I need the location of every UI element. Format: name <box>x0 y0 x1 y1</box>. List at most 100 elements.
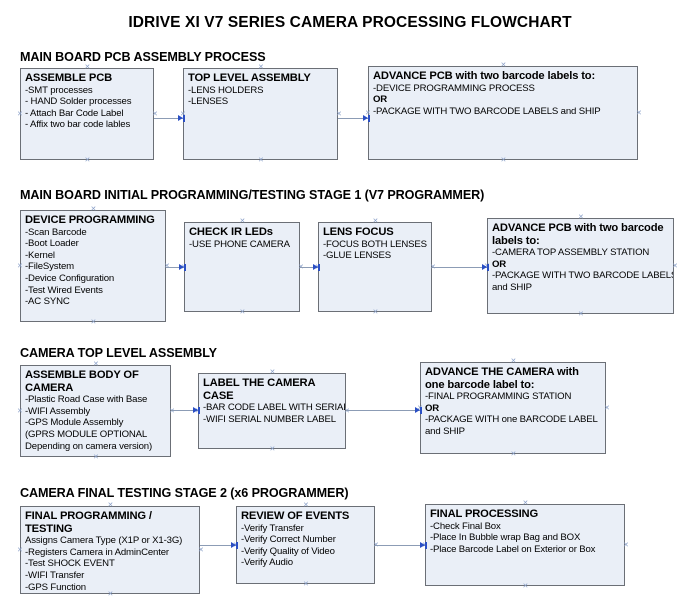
connector-line[interactable] <box>432 267 487 269</box>
connector-line[interactable] <box>154 118 183 120</box>
node-line: -GPS Module Assembly <box>25 417 124 429</box>
resize-handle-icon[interactable]: ✕ <box>164 262 170 270</box>
resize-handle-icon[interactable]: ✕ <box>269 446 276 453</box>
node-title: ASSEMBLE BODY OF CAMERA <box>25 369 139 394</box>
connector-line[interactable] <box>166 267 184 269</box>
resize-handle-icon[interactable]: ✕ <box>303 502 309 509</box>
node-line: -FOCUS BOTH LENSES <box>323 238 427 250</box>
connector-line[interactable] <box>346 410 420 412</box>
process-node-device-programming[interactable]: DEVICE PROGRAMMING-Scan Barcode-Boot Loa… <box>20 210 166 322</box>
process-node-final-processing[interactable]: FINAL PROCESSING -Check Final Box-Place … <box>425 504 625 586</box>
arrowhead-icon <box>313 264 318 271</box>
resize-handle-icon[interactable]: ✕ <box>17 407 23 415</box>
node-line: -GLUE LENSES <box>323 250 392 262</box>
section-heading-3: CAMERA TOP LEVEL ASSEMBLY <box>20 346 217 360</box>
resize-handle-icon[interactable]: ✕ <box>636 109 642 117</box>
node-line: OR <box>425 402 440 414</box>
process-node-advance-the-camera-with-one-barcode-labe[interactable]: ADVANCE THE CAMERA with one barcode labe… <box>420 362 606 454</box>
resize-handle-icon[interactable]: ✕ <box>522 583 529 590</box>
resize-handle-icon[interactable]: ✕ <box>17 110 23 118</box>
resize-handle-icon[interactable]: ✕ <box>372 309 379 316</box>
resize-handle-icon[interactable]: ✕ <box>17 262 23 270</box>
node-line: -PACKAGE WITH one BARCODE LABEL <box>425 414 598 426</box>
resize-handle-icon[interactable]: ✕ <box>93 454 99 461</box>
section-heading-4: CAMERA FINAL TESTING STAGE 2 (x6 PROGRAM… <box>20 486 349 500</box>
arrowhead-icon <box>415 407 420 414</box>
process-node-review-of-events[interactable]: REVIEW OF EVENTS-Verify Transfer-Verify … <box>236 506 375 584</box>
process-node-advance-pcb-with-two-barcode-labels-to[interactable]: ADVANCE PCB with two barcode labels to:-… <box>487 218 674 314</box>
connector-endpoint-icon <box>486 264 489 271</box>
node-title: CHECK IR LEDs <box>189 226 273 238</box>
node-line: -Kernel <box>25 249 55 261</box>
resize-handle-icon[interactable]: ✕ <box>372 218 379 225</box>
resize-handle-icon[interactable]: ✕ <box>500 157 507 164</box>
node-line: -LENSES <box>188 96 229 108</box>
resize-handle-icon[interactable]: ✕ <box>510 451 517 458</box>
connector-endpoint-icon <box>183 264 186 271</box>
node-line: -GPS Function <box>25 581 86 593</box>
node-line: -Verify Transfer <box>241 522 304 534</box>
node-title: ADVANCE THE CAMERA with one barcode labe… <box>425 366 579 391</box>
node-line: (GPRS MODULE OPTIONAL <box>25 428 148 440</box>
arrowhead-icon <box>193 407 198 414</box>
resize-handle-icon[interactable]: ✕ <box>672 262 678 270</box>
node-title: ADVANCE PCB with two barcode labels to: <box>373 70 596 82</box>
node-line: -Verify Audio <box>241 557 293 569</box>
node-line: OR <box>492 258 507 270</box>
resize-handle-icon[interactable]: ✕ <box>93 361 99 368</box>
process-node-check-ir-leds[interactable]: CHECK IR LEDs-USE PHONE CAMERA <box>184 222 300 312</box>
resize-handle-icon[interactable]: ✕ <box>510 358 517 365</box>
node-line: -Device Configuration <box>25 272 115 284</box>
resize-handle-icon[interactable]: ✕ <box>578 214 584 221</box>
node-line: -Test SHOCK EVENT <box>25 558 115 570</box>
resize-handle-icon[interactable]: ✕ <box>180 110 186 118</box>
resize-handle-icon[interactable]: ✕ <box>269 369 276 376</box>
process-node-assemble-body-of-camera[interactable]: ASSEMBLE BODY OF CAMERA-Plastic Road Cas… <box>20 365 171 457</box>
resize-handle-icon[interactable]: ✕ <box>17 546 23 554</box>
resize-handle-icon[interactable]: ✕ <box>365 109 371 117</box>
connector-line[interactable] <box>171 410 198 412</box>
node-title: LENS FOCUS <box>323 226 394 238</box>
resize-handle-icon[interactable]: ✕ <box>604 404 610 412</box>
connector-line[interactable] <box>200 545 236 547</box>
resize-handle-icon[interactable]: ✕ <box>500 62 507 69</box>
resize-handle-icon[interactable]: ✕ <box>84 157 91 164</box>
resize-handle-icon[interactable]: ✕ <box>107 591 114 598</box>
resize-handle-icon[interactable]: ✕ <box>84 64 91 71</box>
resize-handle-icon[interactable]: ✕ <box>198 546 204 554</box>
process-node-advance-pcb-with-two-barcode-labels-to[interactable]: ADVANCE PCB with two barcode labels to:-… <box>368 66 638 160</box>
connector-line[interactable] <box>300 267 318 269</box>
connector-endpoint-icon <box>182 115 185 122</box>
connector-line[interactable] <box>375 545 425 547</box>
resize-handle-icon[interactable]: ✕ <box>258 64 264 71</box>
resize-handle-icon[interactable]: ✕ <box>152 110 158 118</box>
arrowhead-icon <box>231 542 236 549</box>
node-title: LABEL THE CAMERA CASE <box>203 377 315 402</box>
resize-handle-icon[interactable]: ✕ <box>623 541 629 549</box>
process-node-assemble-pcb[interactable]: ASSEMBLE PCB-SMT processes- HAND Solder … <box>20 68 154 160</box>
resize-handle-icon[interactable]: ✕ <box>90 319 97 326</box>
node-title: TOP LEVEL ASSEMBLY <box>188 72 311 84</box>
resize-handle-icon[interactable]: ✕ <box>107 502 114 509</box>
node-title: ASSEMBLE PCB <box>25 72 113 84</box>
node-title: DEVICE PROGRAMMING <box>25 214 155 226</box>
page-title: IDRIVE XI V7 SERIES CAMERA PROCESSING FL… <box>128 14 572 31</box>
connector-line[interactable] <box>338 118 368 120</box>
arrowhead-icon <box>178 115 183 122</box>
node-line: and SHIP <box>492 281 532 293</box>
resize-handle-icon[interactable]: ✕ <box>258 157 264 164</box>
resize-handle-icon[interactable]: ✕ <box>522 500 529 507</box>
arrowhead-icon <box>482 264 487 271</box>
resize-handle-icon[interactable]: ✕ <box>239 218 246 225</box>
resize-handle-icon[interactable]: ✕ <box>239 309 246 316</box>
resize-handle-icon[interactable]: ✕ <box>578 311 584 318</box>
resize-handle-icon[interactable]: ✕ <box>303 581 309 588</box>
node-line: -Check Final Box <box>430 520 501 532</box>
resize-handle-icon[interactable]: ✕ <box>336 110 342 118</box>
process-node-top-level-assembly[interactable]: TOP LEVEL ASSEMBLY-LENS HOLDERS-LENSES <box>183 68 338 160</box>
process-node-label-the-camera-case[interactable]: LABEL THE CAMERA CASE-BAR CODE LABEL WIT… <box>198 373 346 449</box>
resize-handle-icon[interactable]: ✕ <box>90 206 97 213</box>
process-node-lens-focus[interactable]: LENS FOCUS-FOCUS BOTH LENSES-GLUE LENSES <box>318 222 432 312</box>
